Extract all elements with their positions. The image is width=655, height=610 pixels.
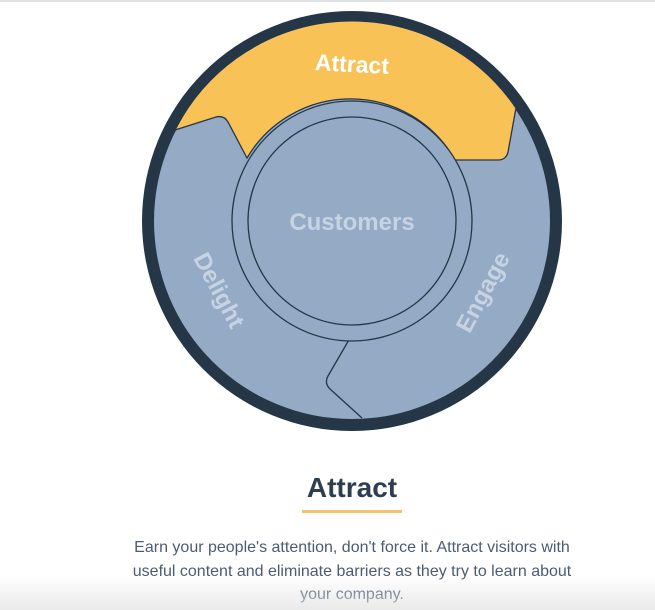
flywheel-diagram: Delight Engage Attract Customers	[142, 11, 562, 431]
segment-divider	[325, 337, 363, 419]
customers-inner-circle	[247, 116, 457, 326]
top-divider	[0, 0, 655, 2]
section-description: Earn your people's attention, don't forc…	[132, 539, 572, 603]
segment-label-attract: Attract	[314, 49, 390, 79]
segment-attract[interactable]: Attract	[173, 20, 517, 161]
center-label-customers: Customers	[289, 209, 414, 236]
title-underline	[302, 510, 402, 513]
section-title: Attract	[306, 472, 398, 503]
